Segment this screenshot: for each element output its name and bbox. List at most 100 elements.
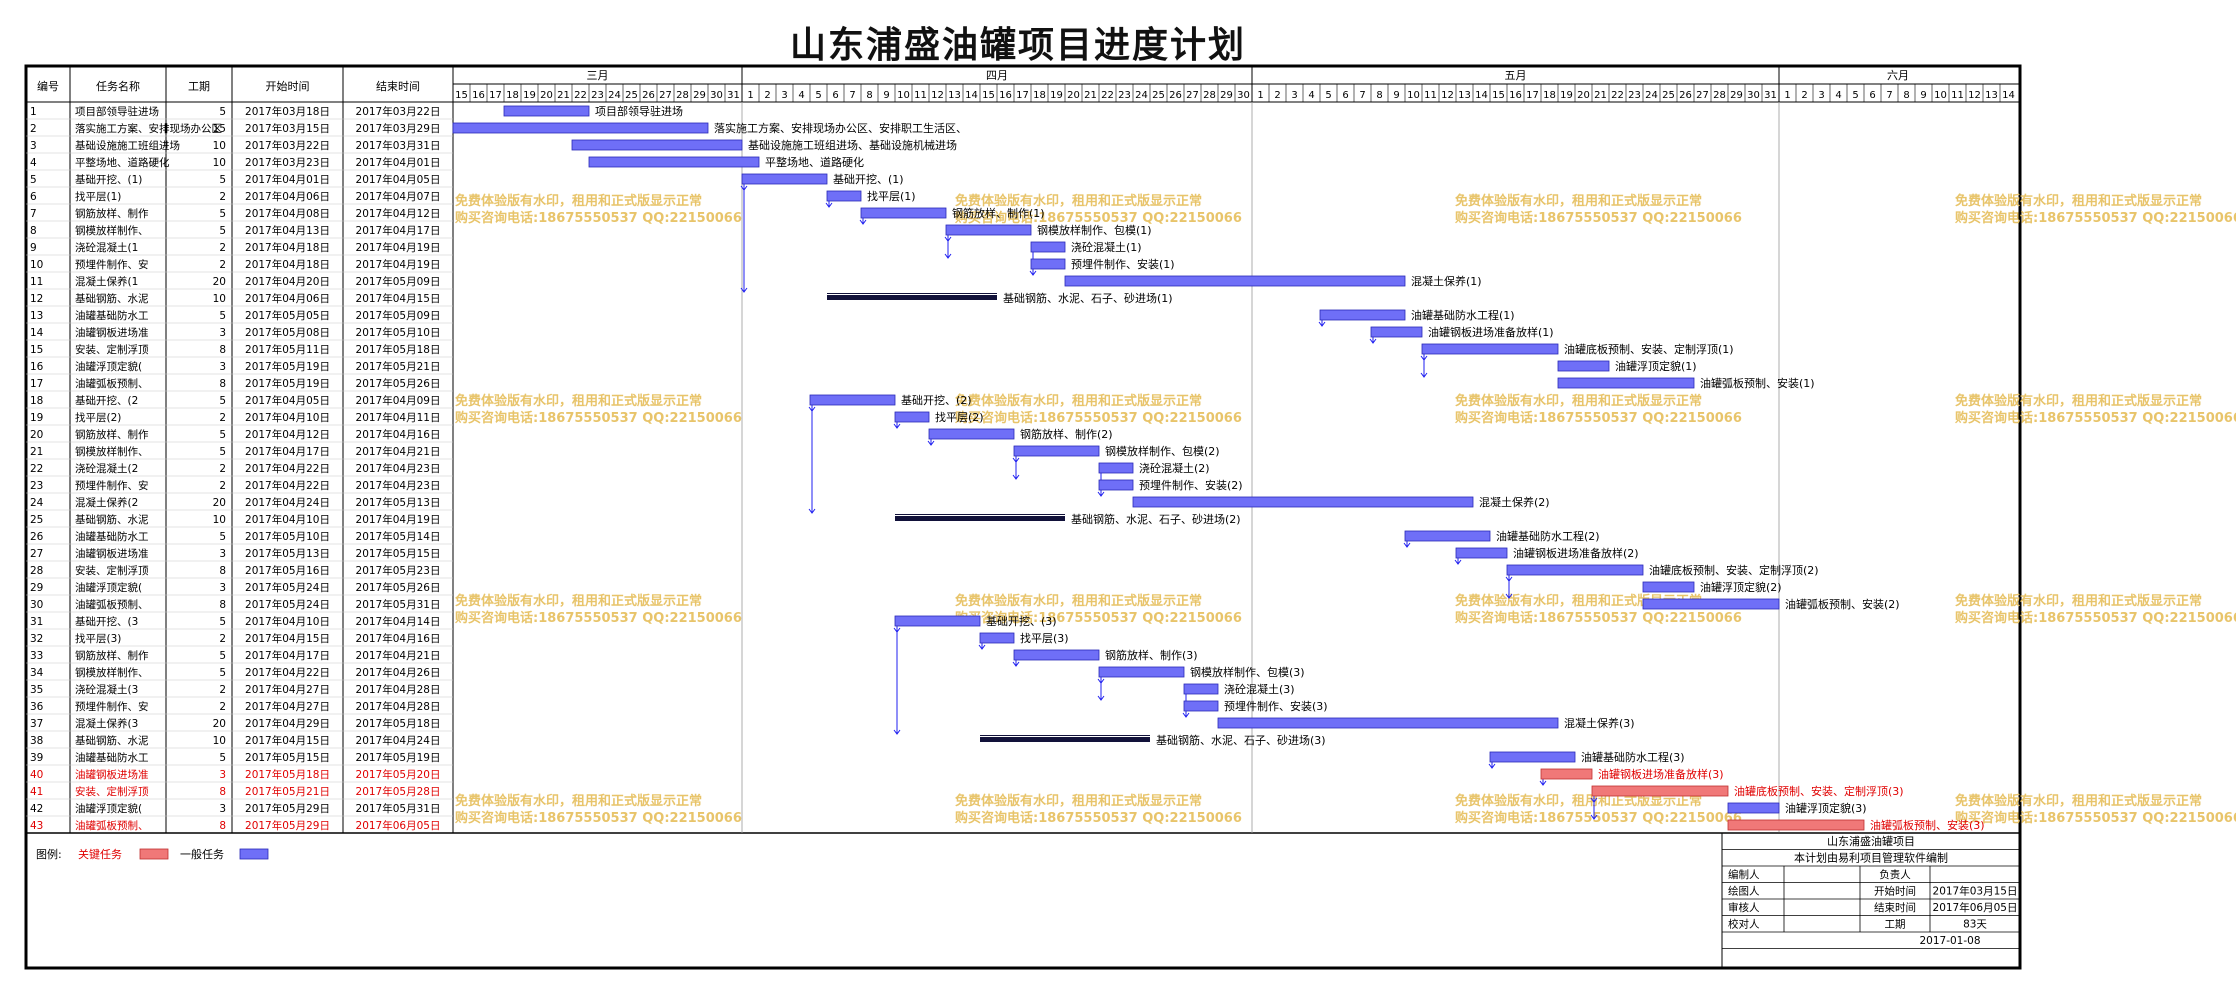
task-duration: 20 [213,276,226,288]
task-bar [809,394,896,406]
task-start: 2017年03月18日 [245,105,330,118]
day-label: 26 [642,90,655,101]
task-end: 2017年05月26日 [356,377,441,390]
task-end: 2017年04月23日 [356,462,441,475]
day-label: 18 [506,90,519,101]
task-id: 29 [30,582,43,594]
task-end: 2017年04月19日 [356,513,441,526]
task-start: 2017年04月17日 [245,649,330,662]
task-duration: 8 [219,565,226,577]
task-end: 2017年04月23日 [356,479,441,492]
task-name: 预埋件制作、安 [75,700,149,713]
task-name: 基础设施施工班组进场 [75,139,180,152]
task-end: 2017年05月18日 [356,717,441,730]
task-bar-label: 基础钢筋、水泥、石子、砂进场(2) [1071,512,1241,526]
task-duration: 5 [219,395,226,407]
task-name: 油罐钢板进场准 [75,768,149,781]
task-duration: 2 [219,480,226,492]
task-bar-label: 平整场地、道路硬化 [765,155,864,169]
task-bar-label: 混凝土保养(3) [1564,716,1635,730]
day-label: 3 [781,90,787,101]
task-name: 基础开挖、(2 [75,394,138,407]
task-end: 2017年04月26日 [356,666,441,679]
task-end: 2017年05月23日 [356,564,441,577]
task-id: 9 [30,242,37,254]
day-label: 4 [1308,90,1314,101]
watermark-line2: 购买咨询电话:18675550537 QQ:22150066 [455,810,742,826]
task-start: 2017年04月10日 [245,513,330,526]
task-bar-label: 油罐底板预制、安装、定制浮顶(1) [1564,342,1734,356]
task-name: 钢筋放样、制作 [75,649,149,662]
day-label: 19 [1560,90,1573,101]
task-duration: 10 [213,140,226,152]
watermark-line1: 免费体验版有水印，租用和正式版显示正常 [1455,193,1702,209]
task-bar-group: 钢筋放样、制作(1) [860,206,1045,220]
task-name: 安装、定制浮顶 [75,785,149,798]
task-start: 2017年03月15日 [245,122,330,135]
day-label: 6 [832,90,838,101]
task-id: 30 [30,599,43,611]
task-bar-group: 油罐基础防水工程(1) [1319,308,1515,322]
task-bar [979,632,1015,644]
day-label: 8 [1903,90,1909,101]
day-label: 29 [693,90,706,101]
task-start: 2017年05月24日 [245,598,330,611]
task-id: 42 [30,803,43,815]
task-name: 油罐钢板进场准 [75,326,149,339]
task-name: 浇砼混凝土(2 [75,462,138,475]
task-bar [1489,751,1576,763]
dependency-arrow [893,423,901,429]
task-start: 2017年05月11日 [245,343,330,356]
task-end: 2017年04月16日 [356,428,441,441]
task-name: 基础开挖、(3 [75,615,138,628]
task-start: 2017年04月18日 [245,258,330,271]
task-name: 找平层(1) [75,190,121,203]
day-label: 13 [948,90,961,101]
info-value2: 2017年06月05日 [1933,901,2018,914]
dependency-arrow [1488,763,1496,769]
task-id: 43 [30,820,43,832]
task-duration: 2 [219,259,226,271]
task-bar-group: 钢模放样制作、包模(3) [1098,665,1305,679]
day-label: 14 [965,90,978,101]
task-name: 基础开挖、(1) [75,173,142,186]
info-date: 2017-01-08 [1919,935,1980,947]
task-bar [452,122,709,134]
task-duration: 3 [219,548,226,560]
task-duration: 15 [213,123,226,135]
day-label: 5 [1325,90,1331,101]
column-header-duration: 工期 [188,80,210,93]
task-name: 安装、定制浮顶 [75,564,149,577]
day-label: 12 [931,90,944,101]
watermark-line2: 购买咨询电话:18675550537 QQ:22150066 [1455,610,1742,626]
task-id: 20 [30,429,43,441]
info-label: 校对人 [1728,918,1760,931]
day-label: 19 [523,90,536,101]
task-end: 2017年04月01日 [356,156,441,169]
task-bar-group: 平整场地、道路硬化 [588,155,864,169]
task-end: 2017年05月09日 [356,309,441,322]
day-label: 23 [1628,90,1641,101]
day-label: 17 [489,90,502,101]
day-label: 20 [1577,90,1590,101]
task-id: 25 [30,514,43,526]
task-id: 41 [30,786,43,798]
watermark-line2: 购买咨询电话:18675550537 QQ:22150066 [1455,410,1742,426]
task-name: 油罐弧板预制、 [75,598,149,611]
day-label: 15 [1492,90,1505,101]
day-label: 12 [1968,90,1981,101]
day-label: 30 [1747,90,1760,101]
day-label: 20 [1067,90,1080,101]
task-bar-label: 预埋件制作、安装(2) [1139,478,1243,492]
info-note: 本计划由易利项目管理软件编制 [1794,851,1948,865]
day-label: 13 [1985,90,1998,101]
task-start: 2017年04月22日 [245,479,330,492]
task-end: 2017年04月21日 [356,649,441,662]
watermark-line1: 免费体验版有水印，租用和正式版显示正常 [955,393,1202,409]
task-end: 2017年04月14日 [356,615,441,628]
